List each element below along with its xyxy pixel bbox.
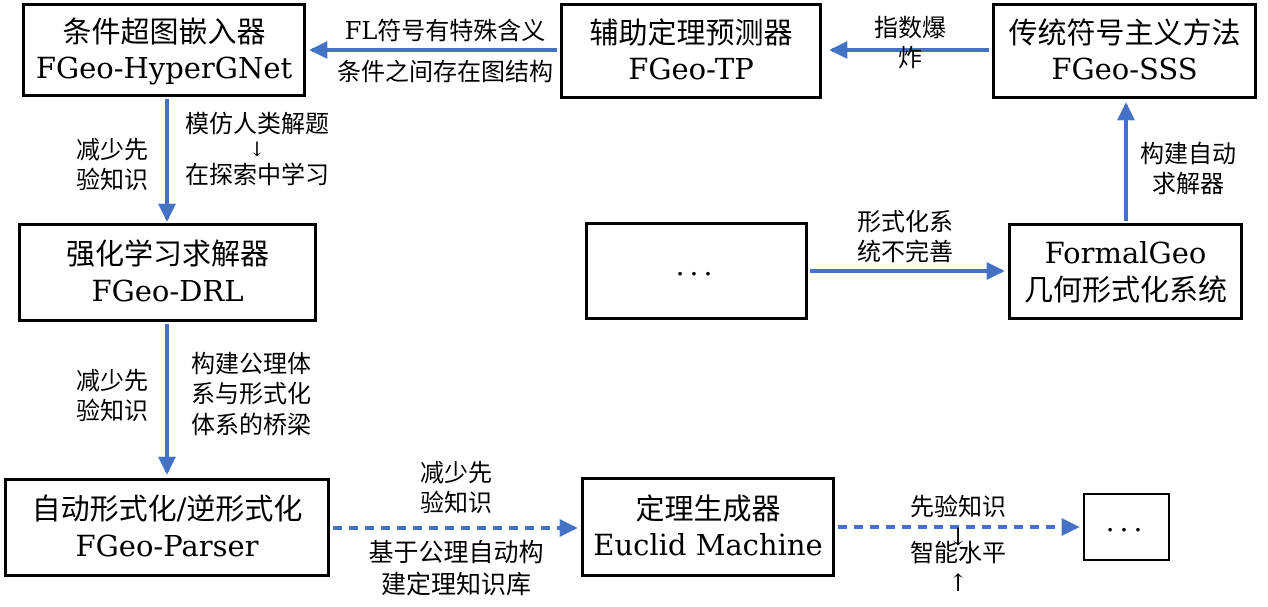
label-formal-system-incomplete: 形式化系 统不完善 <box>857 208 953 267</box>
node-sss-subtitle: FGeo-SSS <box>1051 52 1198 86</box>
node-tp: 辅助定理预测器 FGeo-TP <box>560 3 822 99</box>
node-ellipsis-mid: ... <box>585 222 808 320</box>
node-euclid: 定理生成器 Euclid Machine <box>581 477 835 577</box>
label-axiom-bridge: 构建公理体 系与形式化 体系的桥梁 <box>191 350 311 439</box>
node-parser-subtitle: FGeo-Parser <box>75 528 259 563</box>
node-tp-subtitle: FGeo-TP <box>628 52 754 86</box>
node-euclid-title: 定理生成器 <box>635 491 781 526</box>
label-build-auto-solver: 构建自动 求解器 <box>1140 140 1236 199</box>
label-intelligence-up: 智能水平↑ <box>910 539 1006 598</box>
node-ellipsis-end: ... <box>1083 493 1170 561</box>
node-hypergnet-title: 条件超图嵌入器 <box>62 14 266 49</box>
node-sss-title: 传统符号主义方法 <box>1008 15 1241 50</box>
node-formalgeo-subtitle: 几何形式化系统 <box>1023 272 1227 307</box>
node-parser-title: 自动形式化/逆形式化 <box>31 492 303 527</box>
node-hypergnet: 条件超图嵌入器 FGeo-HyperGNet <box>22 3 306 97</box>
label-prior-knowledge-down: 先验知识↓ <box>910 493 1006 552</box>
node-formalgeo: FormalGeo 几何形式化系统 <box>1008 223 1243 320</box>
label-reduce-prior-bottom: 减少先 验知识 <box>420 459 492 518</box>
node-drl: 强化学习求解器 FGeo-DRL <box>18 223 317 322</box>
node-parser: 自动形式化/逆形式化 FGeo-Parser <box>4 478 330 577</box>
label-imitate-human-line1: 模仿人类解题 <box>185 110 329 138</box>
label-fl-special-meaning: FL符号有特殊含义 <box>344 17 546 45</box>
label-graph-structure: 条件之间存在图结构 <box>337 58 553 86</box>
node-euclid-subtitle: Euclid Machine <box>593 528 823 562</box>
down-arrow-icon: ↓ <box>248 137 266 162</box>
node-hypergnet-subtitle: FGeo-HyperGNet <box>35 51 293 85</box>
node-tp-title: 辅助定理预测器 <box>589 15 793 50</box>
label-imitate-human-line2: 在探索中学习 <box>185 161 329 190</box>
label-imitate-human: 模仿人类解题 ↓ 在探索中学习 <box>183 109 331 191</box>
label-exponential-explosion: 指数爆炸 <box>874 14 946 73</box>
node-drl-subtitle: FGeo-DRL <box>91 273 244 308</box>
label-reduce-prior-mid: 减少先 验知识 <box>76 367 148 426</box>
node-drl-title: 强化学习求解器 <box>65 237 269 272</box>
node-sss: 传统符号主义方法 FGeo-SSS <box>992 3 1257 99</box>
node-ellipsis-mid-dots: ... <box>675 248 718 282</box>
node-formalgeo-title: FormalGeo <box>1044 236 1207 271</box>
label-axiom-theorem-kb: 基于公理自动构 建定理知识库 <box>368 538 544 599</box>
node-ellipsis-end-dots: ... <box>1105 504 1148 538</box>
label-reduce-prior-top: 减少先 验知识 <box>76 136 148 195</box>
